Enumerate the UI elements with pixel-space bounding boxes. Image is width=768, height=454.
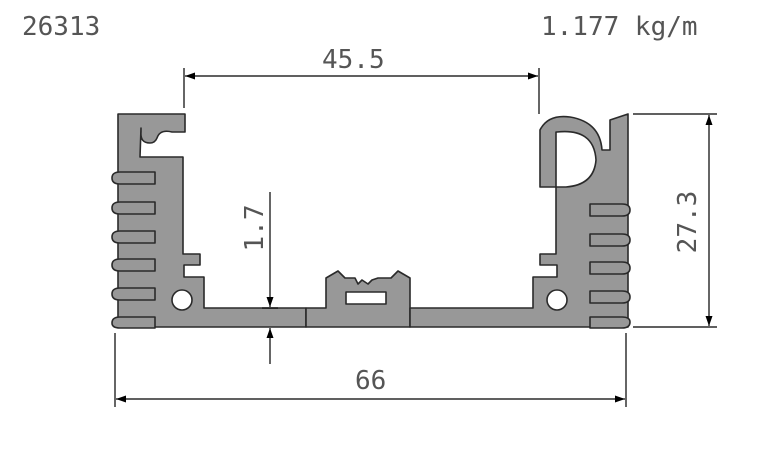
height-dimension-label: 27.3 [673,190,703,254]
heatsink-profile [111,113,631,329]
right-fin-3 [589,261,631,275]
left-fin-6 [111,316,156,329]
right-clip-channel [555,130,597,188]
center-rail-slot [345,291,387,305]
left-fin-1 [111,171,156,185]
top-width-dimension-label: 45.5 [322,45,385,75]
left-fin-2 [111,201,156,215]
right-fin-1 [589,203,631,217]
dimension-lines [114,68,717,407]
bottom-width-dimension-label: 66 [355,366,387,396]
left-fin-4 [111,258,156,272]
right-fin-2 [589,233,631,247]
left-fin-3 [111,230,156,244]
wall-thickness-dimension-label: 1.7 [240,204,270,252]
left-screw-hole [171,289,193,311]
right-fin-4 [589,290,631,304]
left-wall-and-base [117,113,307,328]
part-number-label: 26313 [22,12,101,42]
right-fin-5 [589,316,631,329]
left-fin-5 [111,287,156,301]
weight-label: 1.177 kg/m [541,12,698,42]
right-screw-hole [546,289,568,311]
